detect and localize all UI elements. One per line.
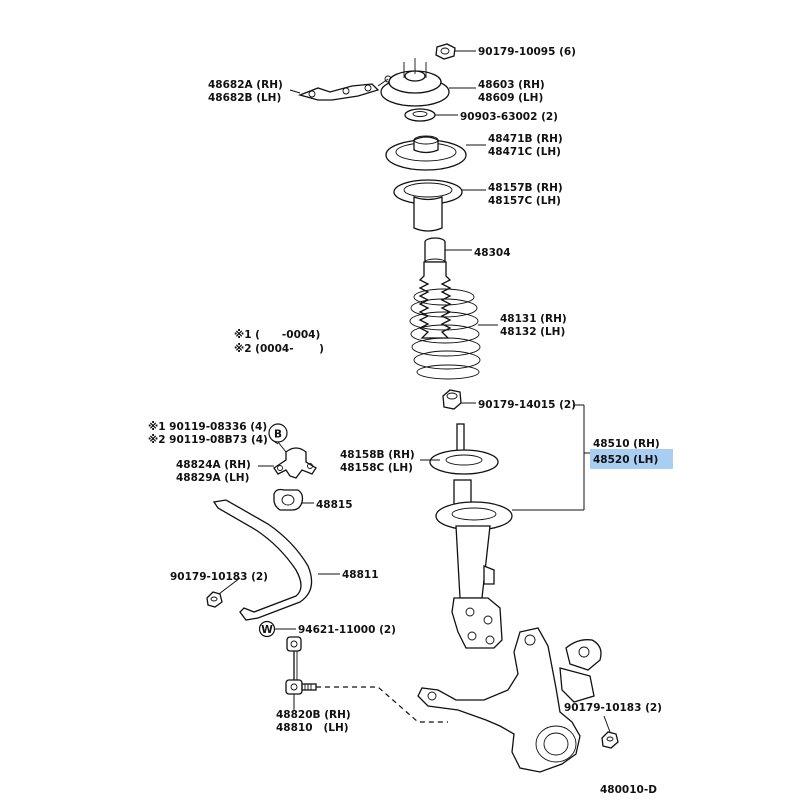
label-spring-lh[interactable]: 48132 (LH) bbox=[500, 326, 565, 338]
label-link-lh[interactable]: 48810 (LH) bbox=[276, 722, 349, 734]
label-seat-upper-rh[interactable]: 48471B (RH) bbox=[488, 133, 563, 145]
label-bush-bolt-1[interactable]: ※1 90119-08336 (4) bbox=[148, 421, 267, 433]
label-nut-stab[interactable]: 90179-10183 (2) bbox=[170, 571, 268, 583]
label-bracket-rh[interactable]: 48682A (RH) bbox=[208, 79, 283, 91]
selected-part-highlight bbox=[590, 449, 673, 469]
label-bush-bolt-2[interactable]: ※2 90119-08B73 (4) bbox=[148, 434, 268, 446]
callout-b: B bbox=[268, 423, 288, 443]
label-nut-top[interactable]: 90179-10095 (6) bbox=[478, 46, 576, 58]
stabilizer-nut-shape[interactable] bbox=[206, 591, 223, 608]
bump-stopper-shape[interactable] bbox=[424, 237, 446, 266]
label-strut-rh[interactable]: 48510 (RH) bbox=[593, 438, 660, 450]
label-lower-seat-rh[interactable]: 48158B (RH) bbox=[340, 449, 415, 461]
stabilizer-bar-shape[interactable] bbox=[212, 499, 313, 621]
strut-nut-shape[interactable] bbox=[442, 389, 462, 410]
note-applicability-1: ※1 ( -0004) bbox=[234, 329, 320, 341]
note-applicability-2: ※2 (0004- ) bbox=[234, 343, 324, 355]
top-nut-shape[interactable] bbox=[435, 43, 456, 60]
bearing-shape[interactable] bbox=[404, 108, 436, 122]
steering-knuckle-shape[interactable] bbox=[417, 627, 602, 773]
washer-shape[interactable]: W bbox=[258, 620, 276, 638]
stabilizer-link-shape[interactable] bbox=[285, 636, 317, 695]
knuckle-nut-shape[interactable] bbox=[601, 731, 619, 749]
spring-insulator-shape[interactable] bbox=[393, 179, 463, 232]
label-stabilizer[interactable]: 48811 bbox=[342, 569, 379, 581]
label-lower-seat-lh[interactable]: 48158C (LH) bbox=[340, 462, 413, 474]
label-strut-lh[interactable]: 48520 (LH) bbox=[593, 454, 658, 466]
label-insulator-rh[interactable]: 48157B (RH) bbox=[488, 182, 563, 194]
label-washer[interactable]: 94621-11000 (2) bbox=[298, 624, 396, 636]
figure-code: 480010-D bbox=[600, 784, 657, 796]
coil-spring-shape[interactable] bbox=[409, 288, 481, 380]
label-spring-rh[interactable]: 48131 (RH) bbox=[500, 313, 567, 325]
label-mount-lh[interactable]: 48609 (LH) bbox=[478, 92, 543, 104]
label-insulator-lh[interactable]: 48157C (LH) bbox=[488, 195, 561, 207]
callout-b-text: B bbox=[274, 429, 282, 441]
label-bush-bracket-rh[interactable]: 48824A (RH) bbox=[176, 459, 251, 471]
label-bumper[interactable]: 48304 bbox=[474, 247, 511, 259]
label-bearing[interactable]: 90903-63002 (2) bbox=[460, 111, 558, 123]
label-mount-rh[interactable]: 48603 (RH) bbox=[478, 79, 545, 91]
label-link-rh[interactable]: 48820B (RH) bbox=[276, 709, 351, 721]
label-seat-upper-lh[interactable]: 48471C (LH) bbox=[488, 146, 561, 158]
label-bracket-lh[interactable]: 48682B (LH) bbox=[208, 92, 281, 104]
label-nut-link[interactable]: 90179-10183 (2) bbox=[564, 702, 662, 714]
bushing-shape[interactable] bbox=[273, 488, 304, 511]
shock-absorber-shape[interactable] bbox=[429, 423, 513, 649]
upper-spring-seat-shape[interactable] bbox=[385, 135, 467, 171]
callout-w-text: W bbox=[261, 624, 273, 636]
label-bush-bracket-lh[interactable]: 48829A (LH) bbox=[176, 472, 249, 484]
upper-mount-shape[interactable] bbox=[380, 58, 450, 107]
bushing-bracket-shape[interactable] bbox=[273, 447, 317, 479]
label-bushing[interactable]: 48815 bbox=[316, 499, 353, 511]
label-nut-strut[interactable]: 90179-14015 (2) bbox=[478, 399, 576, 411]
support-bracket-shape[interactable] bbox=[297, 75, 392, 101]
